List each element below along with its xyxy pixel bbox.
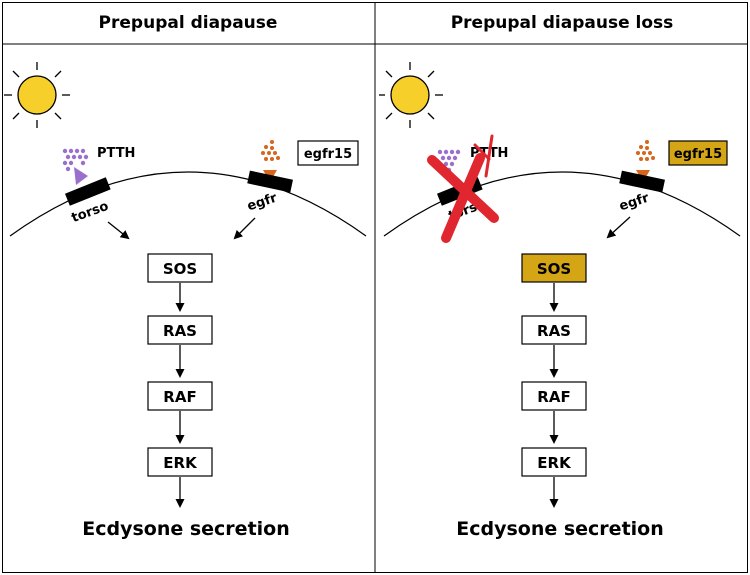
raf-box [521, 381, 587, 411]
egfr15-box [668, 140, 728, 166]
ras-label: RAS [163, 322, 197, 340]
cell-membrane [9, 171, 367, 237]
torso-receptor [64, 177, 111, 206]
raf-label: RAF [163, 388, 196, 406]
panel-title: Prepupal diapause loss [451, 13, 674, 33]
panel-title: Prepupal diapause [99, 13, 278, 33]
ras-box [521, 315, 587, 345]
erk-label: ERK [163, 454, 198, 472]
egfr-receptor [619, 170, 665, 193]
sos-box [521, 253, 587, 283]
egfr15-box [297, 140, 359, 166]
ras-label: RAS [537, 322, 571, 340]
erk-box [147, 447, 213, 477]
arrow-egfr-sos [233, 217, 256, 240]
panel-right: Prepupal diapause loss PTTH torso [379, 13, 741, 540]
cross-out-icon [427, 153, 499, 243]
sos-label: SOS [163, 260, 197, 278]
erk-label: ERK [537, 454, 572, 472]
raf-label: RAF [537, 388, 570, 406]
egfr15-label: egfr15 [304, 147, 352, 162]
arrow-egfr-sos [606, 216, 631, 239]
sun-icon [4, 62, 70, 128]
egfr-label: egfr [617, 190, 651, 214]
cross-out-icon [473, 134, 494, 178]
sos-box [147, 253, 213, 283]
sos-label: SOS [537, 260, 571, 278]
ras-box [147, 315, 213, 345]
ptth-dots-icon [62, 148, 89, 185]
egfr15-label: egfr15 [674, 147, 722, 162]
cell-membrane [383, 171, 741, 237]
egfr-label: egfr [245, 190, 279, 214]
erk-box [521, 447, 587, 477]
arrow-torso-sos [107, 221, 130, 240]
ptth-label: PTTH [97, 146, 135, 161]
egfr-receptor [247, 170, 293, 193]
output-label: Ecdysone secretion [456, 518, 664, 540]
sun-icon [379, 62, 443, 128]
raf-box [147, 381, 213, 411]
output-label: Ecdysone secretion [82, 518, 290, 540]
panel-left: Prepupal diapause PTTH torso [4, 13, 367, 540]
